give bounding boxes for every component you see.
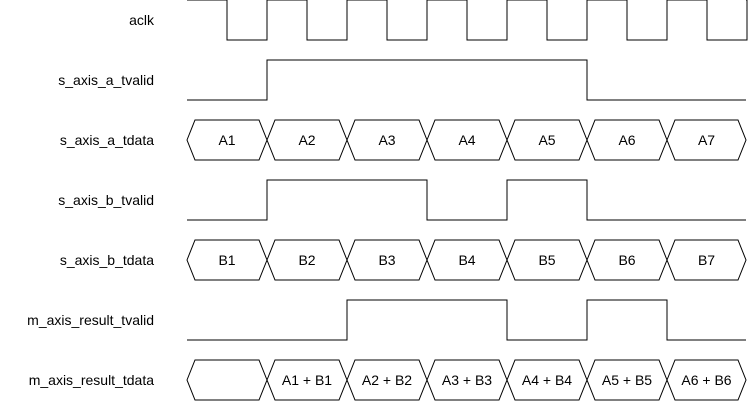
bus-value: B5	[538, 252, 555, 268]
waveform-s-axis-b-tvalid	[187, 179, 746, 221]
bus-cell	[186, 359, 268, 401]
bus-value: A2	[298, 132, 315, 148]
bus-cell	[666, 239, 747, 281]
bus-cell	[666, 359, 747, 401]
bus-value: A2 + B2	[362, 372, 412, 388]
bus-value: A7	[698, 132, 715, 148]
bus-value: A6	[618, 132, 635, 148]
signal-label-m-axis-result-tdata: m_axis_result_tdata	[29, 372, 155, 388]
waveform-s-axis-a-tvalid	[187, 59, 746, 101]
bus-value: A4	[458, 132, 475, 148]
clock-waveform	[187, 0, 748, 41]
signal-label-aclk: aclk	[129, 12, 155, 28]
bus-value: A6 + B6	[681, 372, 731, 388]
bus-value: B4	[458, 252, 475, 268]
bus-value: B3	[378, 252, 395, 268]
waveform-m-axis-result-tvalid	[187, 299, 746, 341]
bus-value: A1	[218, 132, 235, 148]
bus-value: A3 + B3	[442, 372, 492, 388]
bus-value: B6	[618, 252, 635, 268]
bus-value: A5 + B5	[602, 372, 652, 388]
signal-label-s-axis-a-tdata: s_axis_a_tdata	[60, 132, 154, 148]
signal-label-m-axis-result-tvalid: m_axis_result_tvalid	[27, 312, 154, 328]
signal-label-s-axis-a-tvalid: s_axis_a_tvalid	[58, 72, 154, 88]
bus-value: B2	[298, 252, 315, 268]
bus-value: A3	[378, 132, 395, 148]
bus-value: B7	[698, 252, 715, 268]
bus-value: A5	[538, 132, 555, 148]
bus-value: A4 + B4	[522, 372, 572, 388]
bus-cell	[666, 119, 747, 161]
bus-value: A1 + B1	[282, 372, 332, 388]
bus-value: B1	[218, 252, 235, 268]
signal-label-s-axis-b-tdata: s_axis_b_tdata	[60, 252, 154, 268]
signal-label-s-axis-b-tvalid: s_axis_b_tvalid	[58, 192, 154, 208]
